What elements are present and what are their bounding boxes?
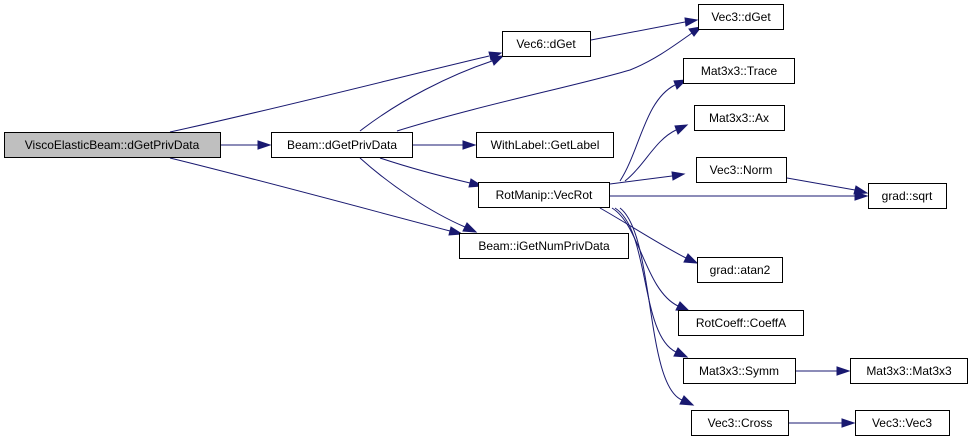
edge-vecrot-to-coeffa bbox=[611, 207, 679, 307]
edge-norm-to-sqrt bbox=[786, 177, 856, 191]
node-vec3-cross[interactable]: Vec3::Cross bbox=[691, 410, 789, 436]
node-label: Vec3::Norm bbox=[710, 163, 773, 177]
edge-arrowhead bbox=[683, 253, 699, 264]
node-box bbox=[4, 132, 221, 158]
node-box bbox=[697, 257, 783, 283]
node-label: Vec3::dGet bbox=[711, 10, 771, 24]
edge-beam-to-igetnumprivdata bbox=[359, 157, 466, 228]
node-box bbox=[683, 58, 795, 84]
node-beam-dgetprivdata[interactable]: Beam::dGetPrivData bbox=[271, 132, 413, 158]
edge-arrowhead bbox=[836, 366, 851, 376]
edge-beam-to-vec6-dget bbox=[359, 60, 493, 132]
node-rotcoeff-coeffa[interactable]: RotCoeff::CoeffA bbox=[678, 310, 804, 336]
node-mat3x3-symm[interactable]: Mat3x3::Symm bbox=[683, 358, 796, 384]
node-label: Mat3x3::Trace bbox=[701, 64, 778, 78]
node-vec3-vec3[interactable]: Vec3::Vec3 bbox=[855, 410, 950, 436]
edge-arrowhead bbox=[679, 395, 695, 406]
node-box bbox=[694, 105, 785, 131]
edge-arrowhead bbox=[673, 347, 689, 358]
node-box bbox=[698, 4, 784, 30]
node-vec6-dget[interactable]: Vec6::dGet bbox=[502, 31, 591, 57]
edge-vecrot-to-trace bbox=[619, 84, 676, 182]
edge-arrowhead bbox=[462, 140, 477, 150]
edge-arrowhead bbox=[675, 301, 691, 312]
node-label: grad::atan2 bbox=[710, 263, 771, 277]
node-label: RotCoeff::CoeffA bbox=[696, 316, 786, 330]
edge-vec6-to-vec3-dget bbox=[590, 21, 686, 41]
edge-arrowhead bbox=[448, 226, 464, 236]
edge-arrowhead bbox=[462, 222, 478, 233]
node-box bbox=[476, 132, 614, 158]
node-box bbox=[683, 358, 796, 384]
edge-vecrot-to-norm bbox=[609, 175, 673, 185]
edge-vecrot-to-atan2 bbox=[599, 207, 687, 259]
node-viscoelastic-dgetprivdata[interactable]: ViscoElasticBeam::dGetPrivData bbox=[4, 132, 221, 158]
edge-vecrot-to-symm bbox=[614, 207, 677, 353]
node-mat3x3-mat3x3[interactable]: Mat3x3::Mat3x3 bbox=[850, 358, 968, 384]
node-mat3x3-trace[interactable]: Mat3x3::Trace bbox=[683, 58, 795, 84]
node-label: WithLabel::GetLabel bbox=[491, 138, 600, 152]
node-label: Beam::iGetNumPrivData bbox=[478, 239, 610, 253]
edge-beam-to-vec3-dget bbox=[396, 32, 693, 132]
node-label: Vec6::dGet bbox=[516, 37, 576, 51]
node-box bbox=[868, 183, 947, 209]
edge-arrowhead bbox=[257, 140, 272, 150]
node-vec3-norm[interactable]: Vec3::Norm bbox=[696, 157, 787, 183]
node-box bbox=[691, 410, 789, 436]
edge-beam-to-vecrot bbox=[379, 157, 471, 184]
node-box bbox=[678, 310, 804, 336]
node-box bbox=[502, 31, 591, 57]
edge-arrowhead bbox=[841, 418, 856, 428]
node-box bbox=[459, 233, 629, 259]
node-box bbox=[271, 132, 413, 158]
node-vec3-dget[interactable]: Vec3::dGet bbox=[698, 4, 784, 30]
node-box bbox=[855, 410, 950, 436]
node-label: Beam::dGetPrivData bbox=[287, 138, 397, 152]
edges bbox=[169, 17, 869, 428]
edge-arrowhead bbox=[490, 55, 505, 66]
edge-arrowhead bbox=[684, 17, 699, 27]
node-label: Mat3x3::Symm bbox=[699, 364, 779, 378]
node-label: Mat3x3::Ax bbox=[709, 111, 769, 125]
node-label: grad::sqrt bbox=[882, 189, 933, 203]
node-grad-atan2[interactable]: grad::atan2 bbox=[697, 257, 783, 283]
node-grad-sqrt[interactable]: grad::sqrt bbox=[868, 183, 947, 209]
edge-arrowhead bbox=[853, 185, 869, 195]
edge-arrowhead bbox=[674, 124, 689, 135]
node-box bbox=[850, 358, 968, 384]
edge-vecrot-to-cross bbox=[619, 207, 683, 401]
node-rotmanip-vecrot[interactable]: RotManip::VecRot bbox=[478, 182, 610, 208]
node-box bbox=[696, 157, 787, 183]
node-label: Mat3x3::Mat3x3 bbox=[866, 364, 952, 378]
node-label: Vec3::Cross bbox=[708, 416, 773, 430]
edge-viscoelastic-to-vec6-dget bbox=[169, 55, 490, 133]
node-beam-igetnumprivdata[interactable]: Beam::iGetNumPrivData bbox=[459, 233, 629, 259]
edge-vecrot-to-ax bbox=[624, 129, 677, 182]
edge-arrowhead bbox=[671, 171, 686, 181]
node-label: Vec3::Vec3 bbox=[872, 416, 932, 430]
node-label: ViscoElasticBeam::dGetPrivData bbox=[25, 138, 200, 152]
nodes: ViscoElasticBeam::dGetPrivData Beam::dGe… bbox=[4, 4, 968, 436]
edge-viscoelastic-to-igetnumprivdata bbox=[169, 157, 451, 232]
node-withlabel-getlabel[interactable]: WithLabel::GetLabel bbox=[476, 132, 614, 158]
node-box bbox=[478, 182, 610, 208]
node-mat3x3-ax[interactable]: Mat3x3::Ax bbox=[694, 105, 785, 131]
node-label: RotManip::VecRot bbox=[496, 188, 593, 202]
